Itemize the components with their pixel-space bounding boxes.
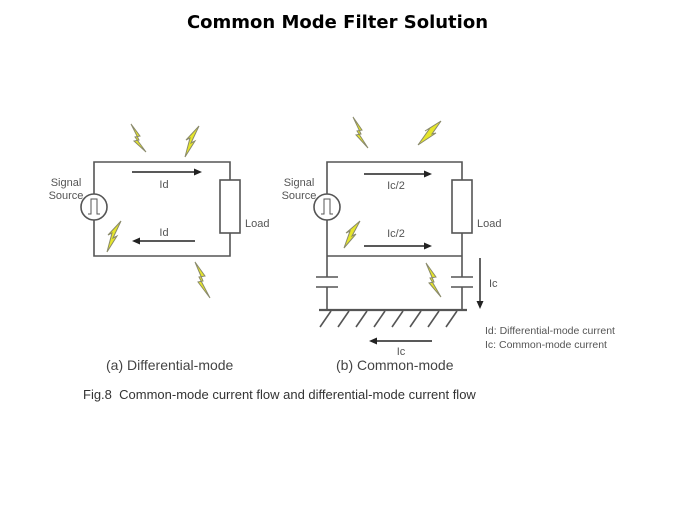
arrowhead-left-icon — [132, 237, 140, 245]
legend-item: Ic: Common-mode current — [485, 339, 607, 351]
diff-load-label: Load — [245, 218, 269, 230]
diff-bottom-current-label: Id — [159, 227, 168, 239]
lightning-bolt-icon — [194, 261, 211, 299]
lightning-bolt-icon — [184, 125, 200, 158]
common-wire-top — [326, 161, 463, 194]
common-load-label: Load — [477, 218, 501, 230]
differential-mode-circuit: Signal Source Load Id Id (a) Differentia… — [49, 123, 269, 373]
arrowhead-right-icon — [424, 242, 432, 250]
signal-source-icon — [313, 193, 341, 221]
legend: Id: Differential-mode current Ic: Common… — [485, 325, 615, 351]
lightning-bolt-icon — [106, 220, 122, 253]
common-side-current-label: Ic — [489, 278, 498, 290]
common-bottom-current-label: Ic/2 — [387, 228, 405, 240]
load-resistor — [219, 179, 241, 234]
diff-source-label-1: Signal — [51, 177, 82, 189]
ground-hatch — [319, 310, 458, 328]
diff-top-current-label: Id — [159, 179, 168, 191]
signal-source-icon — [80, 193, 108, 221]
common-mode-circuit: Signal Source Load Ic/2 Ic/2 Ic Ic (b) C… — [282, 116, 501, 373]
common-top-current-label: Ic/2 — [387, 180, 405, 192]
diff-wire-loop — [93, 161, 231, 194]
lightning-bolt-icon — [130, 123, 147, 153]
load-resistor — [451, 179, 473, 234]
legend-item: Id: Differential-mode current — [485, 325, 615, 337]
arrowhead-left-icon — [369, 337, 377, 345]
lightning-bolt-icon — [352, 116, 369, 149]
lightning-bolt-icon — [343, 220, 361, 249]
common-source-label-2: Source — [282, 190, 317, 202]
pulse-icon — [321, 198, 333, 215]
common-subtitle: (b) Common-mode — [336, 357, 454, 373]
lightning-bolt-icon — [425, 262, 442, 298]
pulse-icon — [88, 198, 100, 215]
arrowhead-down-icon — [476, 301, 484, 309]
diff-wire-bottom — [93, 220, 231, 257]
common-ground-current-label: Ic — [397, 346, 406, 358]
page-title: Common Mode Filter Solution — [186, 12, 489, 33]
arrowhead-right-icon — [424, 170, 432, 178]
arrowhead-right-icon — [194, 168, 202, 176]
figure-caption: Fig.8 Common-mode current flow and diffe… — [83, 387, 476, 402]
diff-subtitle: (a) Differential-mode — [106, 357, 234, 373]
diff-source-label-2: Source — [49, 190, 84, 202]
common-source-label-1: Signal — [284, 177, 315, 189]
lightning-bolt-icon — [417, 120, 442, 146]
